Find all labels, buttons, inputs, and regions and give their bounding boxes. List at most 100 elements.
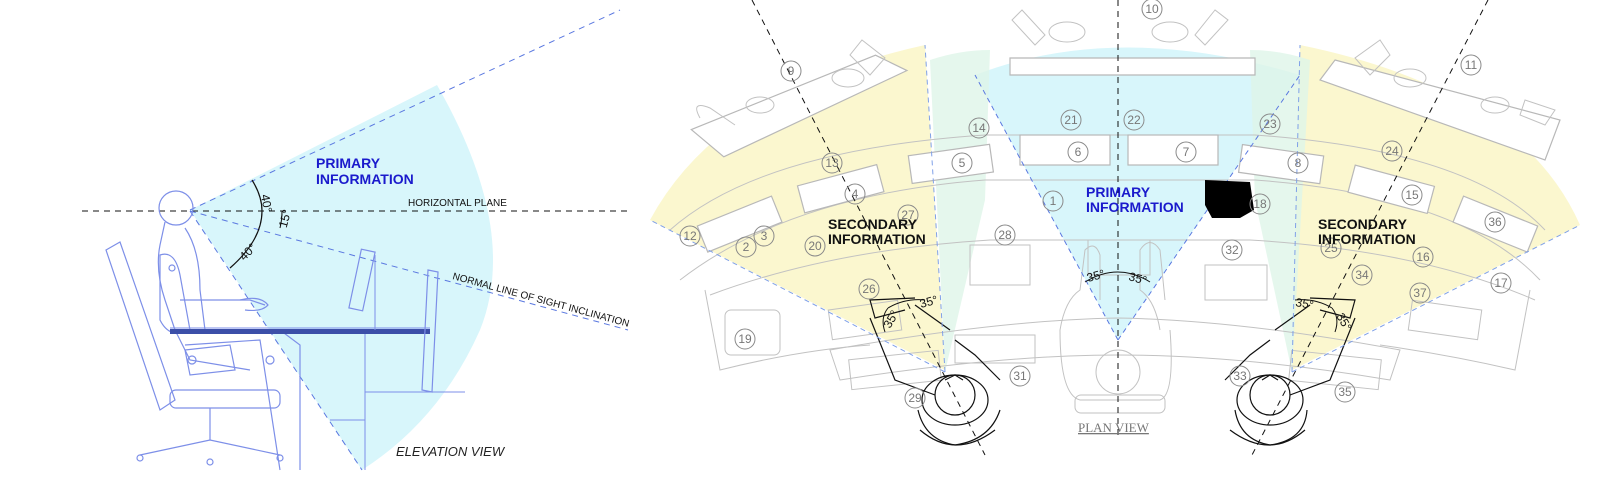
operator-right xyxy=(1224,297,1356,446)
angle-arc-lower xyxy=(229,210,263,269)
operator-left xyxy=(869,297,1001,446)
callout-number-33: 33 xyxy=(1233,369,1247,383)
callout-circle-3 xyxy=(753,225,775,247)
left-ray-inner xyxy=(924,44,946,373)
callout-26: 26 xyxy=(858,278,880,300)
callout-9: 9 xyxy=(780,60,802,82)
normal-sight-line xyxy=(189,210,629,331)
callout-number-5: 5 xyxy=(959,156,966,170)
callout-28: 28 xyxy=(994,224,1016,246)
console-top-center xyxy=(1009,57,1256,76)
callout-circle-13 xyxy=(821,152,843,174)
callout-number-4: 4 xyxy=(852,187,859,201)
callout-circle-10 xyxy=(1141,0,1163,20)
callout-number-25: 25 xyxy=(1324,241,1338,255)
secondary-zone-right xyxy=(1292,45,1580,370)
speaker-right-2 xyxy=(1480,96,1510,114)
plan-angle-2: 35° xyxy=(918,293,939,311)
callout-36: 36 xyxy=(1484,211,1506,233)
callout-number-32: 32 xyxy=(1225,243,1239,257)
angle-arc-left-1 xyxy=(887,299,926,309)
callout-4: 4 xyxy=(844,183,866,205)
lower-sight-line xyxy=(189,210,363,471)
callout-circle-32 xyxy=(1221,239,1243,261)
monitor-5 xyxy=(907,143,995,185)
secondary-left-label-2: INFORMATION xyxy=(828,231,926,247)
right-ray-inner xyxy=(1291,44,1301,373)
callout-25: 25 xyxy=(1320,237,1342,259)
callout-19: 19 xyxy=(734,328,756,350)
angle-arc-left-2 xyxy=(882,307,889,333)
callout-circle-9 xyxy=(780,60,802,82)
angle-label-15: 15° xyxy=(276,208,294,229)
monitor-4 xyxy=(796,163,885,214)
callout-circle-17 xyxy=(1490,272,1512,294)
callout-number-9: 9 xyxy=(788,64,795,78)
callout-number-23: 23 xyxy=(1263,117,1277,131)
callout-number-34: 34 xyxy=(1355,268,1369,282)
callout-number-8: 8 xyxy=(1295,156,1302,170)
callout-number-11: 11 xyxy=(1465,58,1478,72)
callout-10: 10 xyxy=(1141,0,1163,20)
callout-circle-12 xyxy=(679,225,701,247)
callout-20: 20 xyxy=(804,235,826,257)
keyboard-28 xyxy=(969,244,1031,286)
callout-circle-31 xyxy=(1009,365,1031,387)
callout-29: 29 xyxy=(904,387,926,409)
callout-number-6: 6 xyxy=(1075,145,1082,159)
callout-23: 23 xyxy=(1259,113,1281,135)
angle-arc-right-2 xyxy=(1331,307,1338,333)
callout-circle-29 xyxy=(904,387,926,409)
callout-number-26: 26 xyxy=(862,282,876,296)
speaker-left xyxy=(831,68,865,88)
callout-number-27: 27 xyxy=(901,208,915,222)
primary-zone-center xyxy=(975,47,1300,340)
secondary-right-label-1: SECONDARY xyxy=(1318,216,1408,232)
callout-6: 6 xyxy=(1067,141,1089,163)
callout-22: 22 xyxy=(1123,109,1145,131)
callout-11: 11 xyxy=(1460,54,1482,76)
secondary-right-label-2: INFORMATION xyxy=(1318,231,1416,247)
desk-front-arc xyxy=(709,239,1536,301)
monitor-7 xyxy=(1127,134,1219,166)
callout-16: 16 xyxy=(1412,246,1434,268)
callout-circle-4 xyxy=(844,183,866,205)
callout-number-3: 3 xyxy=(761,229,768,243)
keyboard-tray xyxy=(829,317,1401,381)
callout-circle-1 xyxy=(1042,190,1064,212)
callout-circle-6 xyxy=(1067,141,1089,163)
callout-circle-19 xyxy=(734,328,756,350)
upper-sight-line xyxy=(189,9,621,211)
plan-angle-3: 35° xyxy=(1085,267,1106,285)
callout-number-21: 21 xyxy=(1064,113,1078,127)
callout-circle-23 xyxy=(1259,113,1281,135)
callout-circle-34 xyxy=(1351,264,1373,286)
lamp-top-center-right xyxy=(1194,9,1229,46)
callout-5: 5 xyxy=(951,152,973,174)
callout-33: 33 xyxy=(1229,365,1251,387)
callout-circle-18 xyxy=(1249,193,1271,215)
callout-circle-36 xyxy=(1484,211,1506,233)
monitor-6 xyxy=(1019,134,1111,166)
callout-circle-37 xyxy=(1409,282,1431,304)
callout-number-13: 13 xyxy=(825,156,839,170)
callout-number-36: 36 xyxy=(1488,215,1502,229)
desk-lower-right xyxy=(1379,289,1531,371)
speaker-left-2 xyxy=(745,96,775,114)
callout-number-24: 24 xyxy=(1385,144,1399,158)
lamp-top-center-left xyxy=(1011,9,1046,46)
lamp-top-left-2 xyxy=(849,39,886,76)
elevation-primary-label-1: PRIMARY xyxy=(316,155,381,171)
keyboard-center xyxy=(1087,239,1151,276)
callout-21: 21 xyxy=(1060,109,1082,131)
callout-circle-8 xyxy=(1287,152,1309,174)
primary-zone-right xyxy=(1250,50,1310,372)
callout-circle-16 xyxy=(1412,246,1434,268)
angle-arc-center xyxy=(1084,271,1151,283)
callout-32: 32 xyxy=(1221,239,1243,261)
callout-number-2: 2 xyxy=(743,240,750,254)
console-front-arc xyxy=(679,179,1541,281)
console-top-left xyxy=(690,54,909,158)
callout-27: 27 xyxy=(897,204,919,226)
